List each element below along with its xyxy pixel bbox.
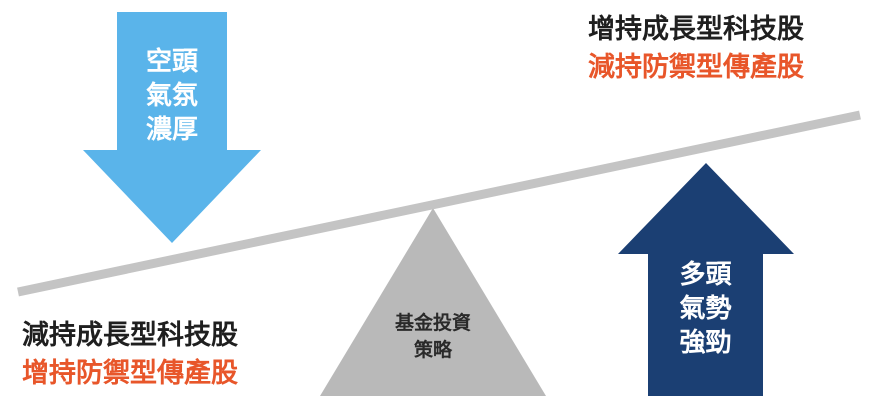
seesaw-beam [17,110,861,297]
down-arrow-label: 空頭 氣氛 濃厚 [117,45,227,147]
fulcrum-label: 基金投資 策略 [373,310,493,364]
bottom-left-line-2: 增持防禦型傳產股 [22,358,238,389]
up-arrow-label: 多頭 氣勢 強勁 [648,258,763,360]
fulcrum-triangle [320,208,546,396]
down-arrow-line-1: 空頭 [145,47,198,77]
bottom-left-line-1: 減持成長型科技股 [22,320,238,351]
down-arrow [83,12,261,243]
top-right-line-2: 減持防禦型傳產股 [588,52,804,83]
fulcrum-line-2: 策略 [413,339,452,361]
down-arrow-line-3: 濃厚 [145,115,198,145]
down-arrow-line-2: 氣氛 [145,81,198,111]
top-right-line-1: 增持成長型科技股 [588,14,804,45]
up-arrow-line-2: 氣勢 [679,294,732,324]
up-arrow [618,163,794,396]
up-arrow-line-1: 多頭 [679,260,732,290]
fulcrum-line-1: 基金投資 [394,312,471,334]
up-arrow-line-3: 強勁 [679,328,732,358]
